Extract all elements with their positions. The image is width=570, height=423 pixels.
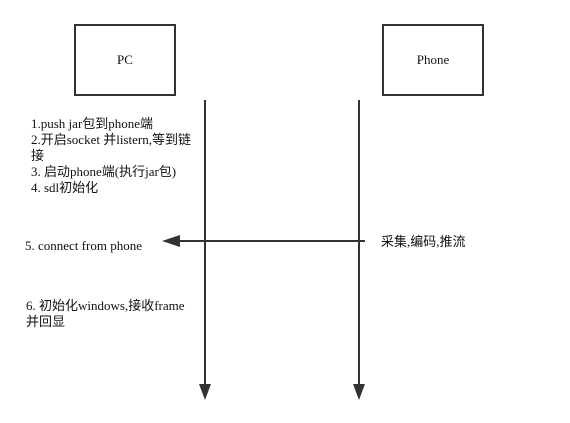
init-windows-note: 6. 初始化windows,接收frame 并回显	[26, 298, 185, 329]
phone-action-note: 采集,编码,推流	[381, 234, 466, 249]
connect-arrowhead	[162, 235, 180, 247]
pc-box: PC	[74, 24, 176, 96]
phone-box: Phone	[382, 24, 484, 96]
pc-steps-note: 1.push jar包到phone端 2.开启socket 并listern,等…	[31, 116, 191, 195]
phone-label: Phone	[416, 52, 450, 67]
pc-label: PC	[117, 52, 133, 67]
connect-note: 5. connect from phone	[25, 238, 142, 253]
phone-lifeline-arrowhead	[353, 384, 365, 400]
pc-lifeline-arrowhead	[199, 384, 211, 400]
